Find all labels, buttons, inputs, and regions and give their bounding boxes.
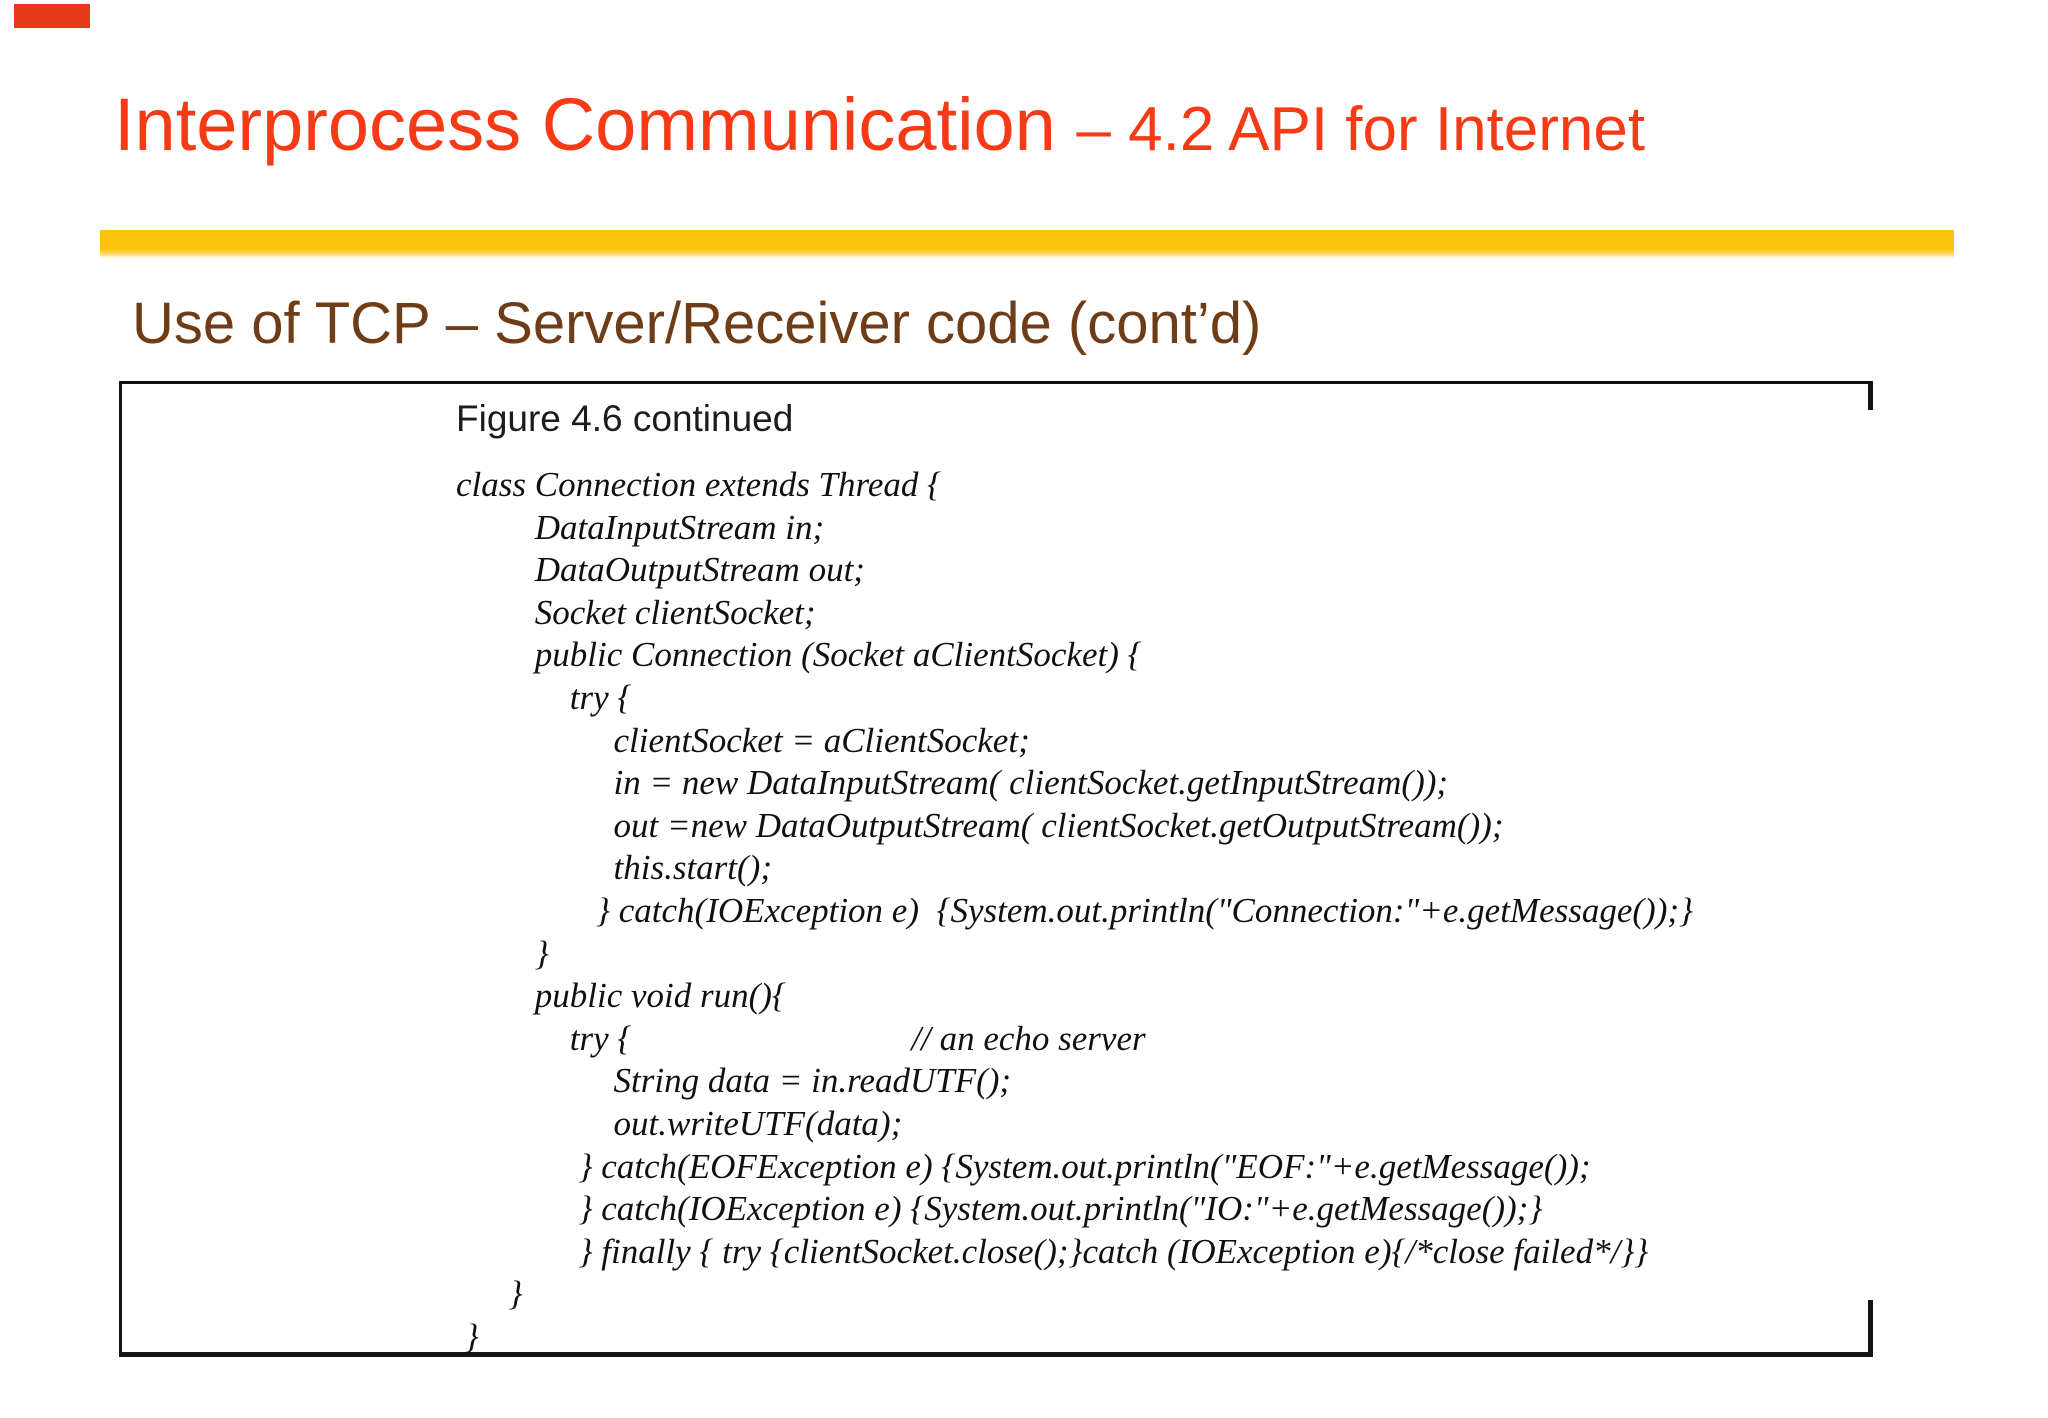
figure-caption: Figure 4.6 continued [456,398,794,439]
java-code-listing: class Connection extends Thread { DataIn… [456,465,1694,1356]
box-right-border-stub-top [1868,384,1873,410]
figure-code-box: Figure 4.6 continued class Connection ex… [119,381,1873,1357]
box-right-border-stub-bottom [1868,1300,1873,1352]
slide-subtitle: Use of TCP – Server/Receiver code (cont’… [132,291,1262,356]
page-title: Interprocess Communication – 4.2 API for… [114,84,1645,165]
title-underline-bar [100,230,1954,258]
corner-accent-mark [14,4,90,28]
title-suffix-text: – 4.2 API for Internet [1076,95,1646,164]
title-main-text: Interprocess Communication [114,83,1077,166]
